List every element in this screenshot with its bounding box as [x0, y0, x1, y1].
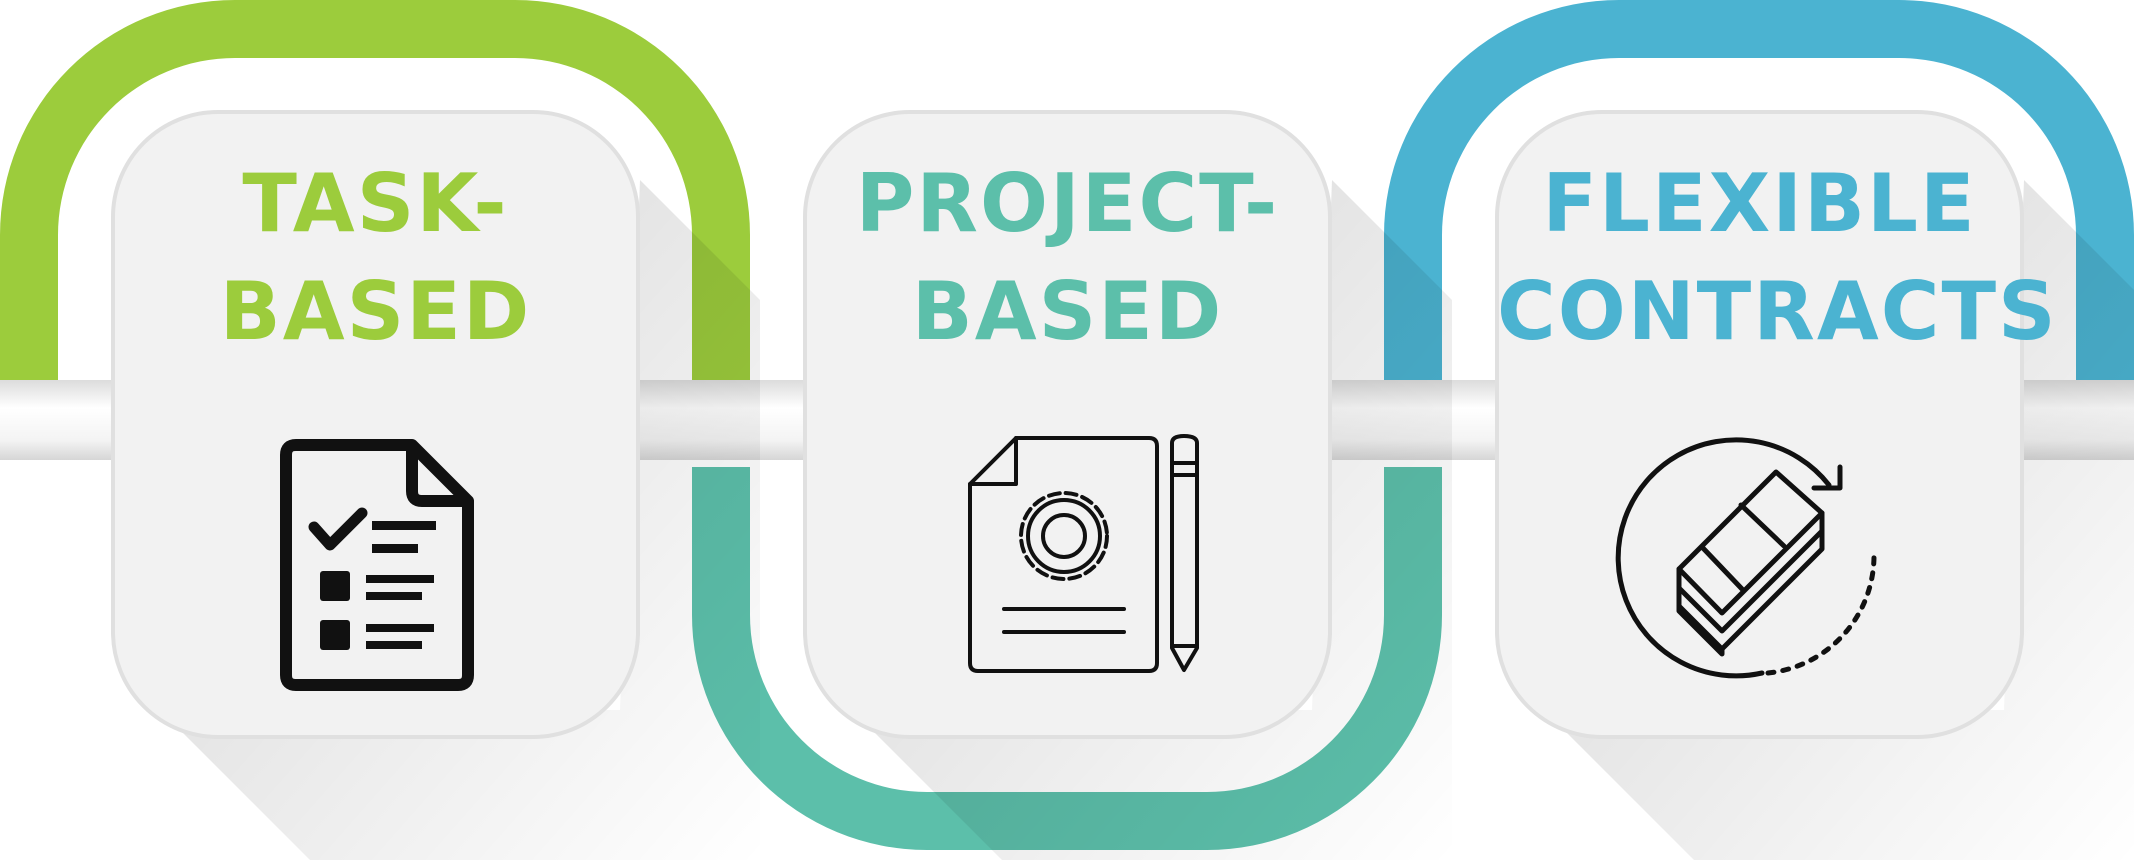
card-title-line2: CONTRACTS	[1497, 265, 2058, 358]
card-title-line2: BASED	[911, 265, 1224, 358]
card-task-based	[111, 110, 640, 739]
card-title-task-based: TASK- BASED	[113, 150, 638, 366]
checklist-document-icon	[280, 439, 474, 691]
card-title-project-based: PROJECT- BASED	[805, 150, 1330, 366]
document-gear-pencil-icon	[968, 434, 1199, 673]
card-title-flexible-contracts: FLEXIBLE CONTRACTS	[1497, 150, 2058, 366]
money-stack-rotate-icon	[1615, 437, 1877, 679]
card-title-line1: PROJECT-	[855, 157, 1280, 250]
card-title-line1: FLEXIBLE	[1542, 157, 1977, 250]
card-title-line1: TASK-	[242, 157, 509, 250]
card-flexible-contracts	[1495, 110, 2024, 739]
card-title-line2: BASED	[219, 265, 532, 358]
